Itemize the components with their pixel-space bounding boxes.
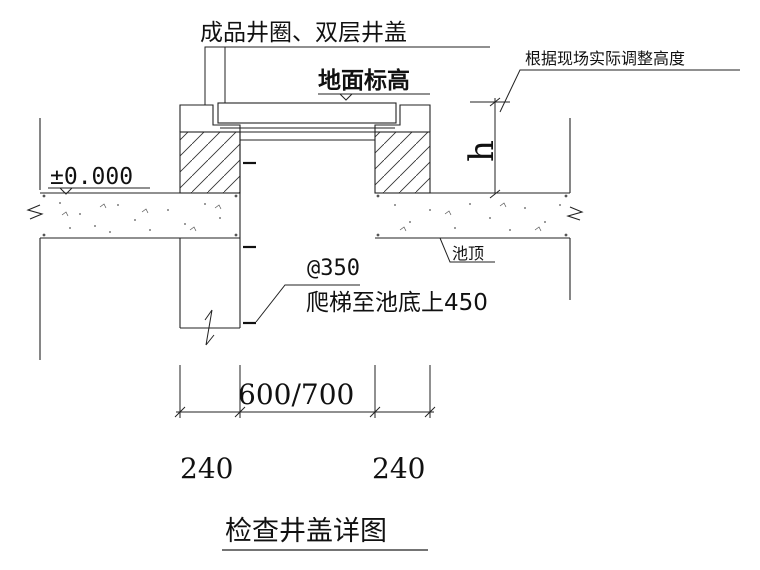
zero-level-text: ±0.000 [50,164,133,190]
right-wall-dimension: 240 [372,452,425,485]
right-callout-text: 根据现场实际调整高度 [525,49,685,68]
ladder-spacing-text: @350 [307,256,360,281]
manhole-ring [179,104,431,141]
top-callout-text: 成品井圈、双层井盖 [200,20,407,46]
ground-level-text: 地面标高 [318,67,410,94]
ladder-note-leader [255,284,360,323]
pool-top-text: 池顶 [452,244,484,263]
pool-top-leader [439,237,495,263]
right-callout-leader [470,69,740,199]
ground-level-marker [318,93,430,101]
top-callout-leader [204,46,490,105]
double-layer-cover [217,102,397,129]
ladder-note-text: 爬梯至池底上450 [306,290,488,316]
opening-dimension: 600/700 [238,378,354,411]
left-wall [179,131,241,346]
zero-level-marker [48,187,150,195]
slab-concrete-texture [42,194,568,237]
drawing-title: 检查井盖详图 [225,516,387,547]
ladder-rungs [243,161,256,325]
right-wall [374,131,431,194]
dimension-line [174,365,436,418]
left-wall-dimension: 240 [180,452,233,485]
slab-aggregate-marks [61,202,542,232]
h-dimension-symbol: h [462,140,502,162]
